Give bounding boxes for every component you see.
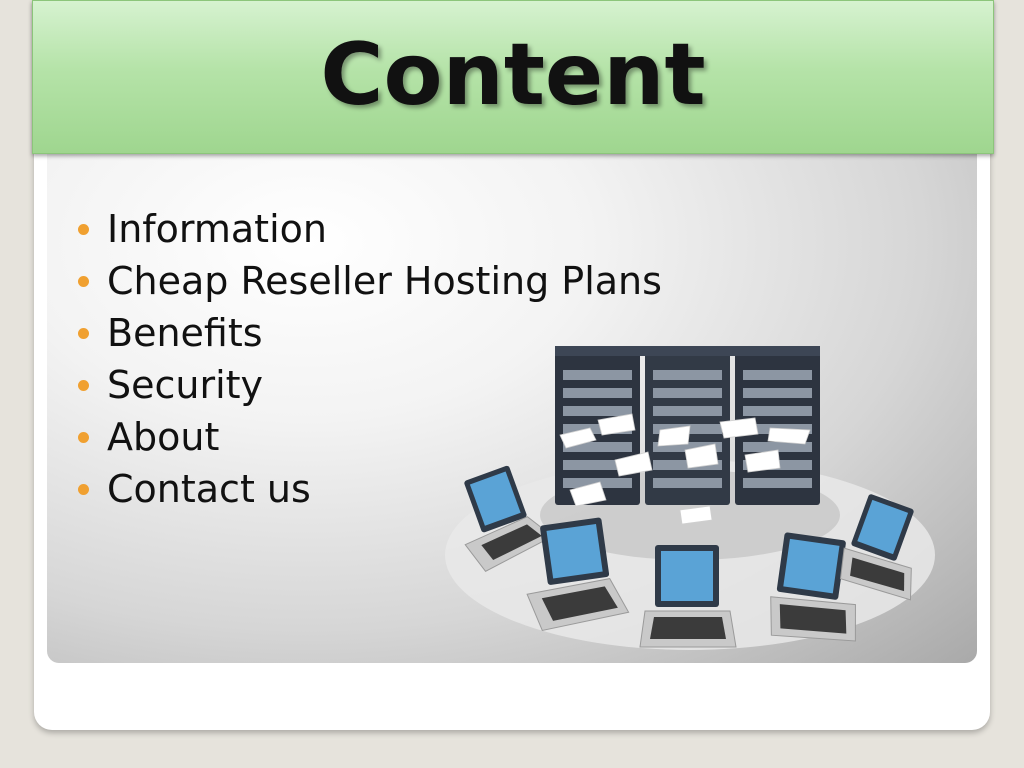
bullet-list: Information Cheap Reseller Hosting Plans…	[78, 203, 662, 515]
bullet-item: Benefits	[78, 307, 662, 359]
bullet-text: Contact us	[107, 467, 311, 511]
bullet-item: About	[78, 411, 662, 463]
bullet-text: Information	[107, 207, 327, 251]
bullet-text: Cheap Reseller Hosting Plans	[107, 259, 662, 303]
title-bar: Content	[32, 0, 994, 154]
server-network-illustration	[445, 346, 935, 650]
laptop-icon	[639, 545, 737, 648]
laptop-icon	[839, 494, 914, 601]
laptop-icon	[526, 517, 630, 632]
laptop-icon	[770, 532, 856, 642]
bullet-dot-icon	[78, 223, 89, 235]
bullet-item: Information	[78, 203, 662, 255]
laptop-icon	[464, 465, 554, 572]
bullet-dot-icon	[78, 483, 89, 495]
bullet-dot-icon	[78, 327, 89, 339]
server-rack-icon	[555, 346, 820, 505]
bullet-item: Security	[78, 359, 662, 411]
bullet-text: About	[107, 415, 220, 459]
bullet-text: Benefits	[107, 311, 263, 355]
slide-title: Content	[320, 25, 706, 125]
bullet-dot-icon	[78, 275, 89, 287]
paper-icon	[559, 413, 811, 525]
bullet-item: Cheap Reseller Hosting Plans	[78, 255, 662, 307]
bullet-item: Contact us	[78, 463, 662, 515]
bullet-text: Security	[107, 363, 264, 407]
bullet-dot-icon	[78, 379, 89, 391]
bullet-dot-icon	[78, 431, 89, 443]
